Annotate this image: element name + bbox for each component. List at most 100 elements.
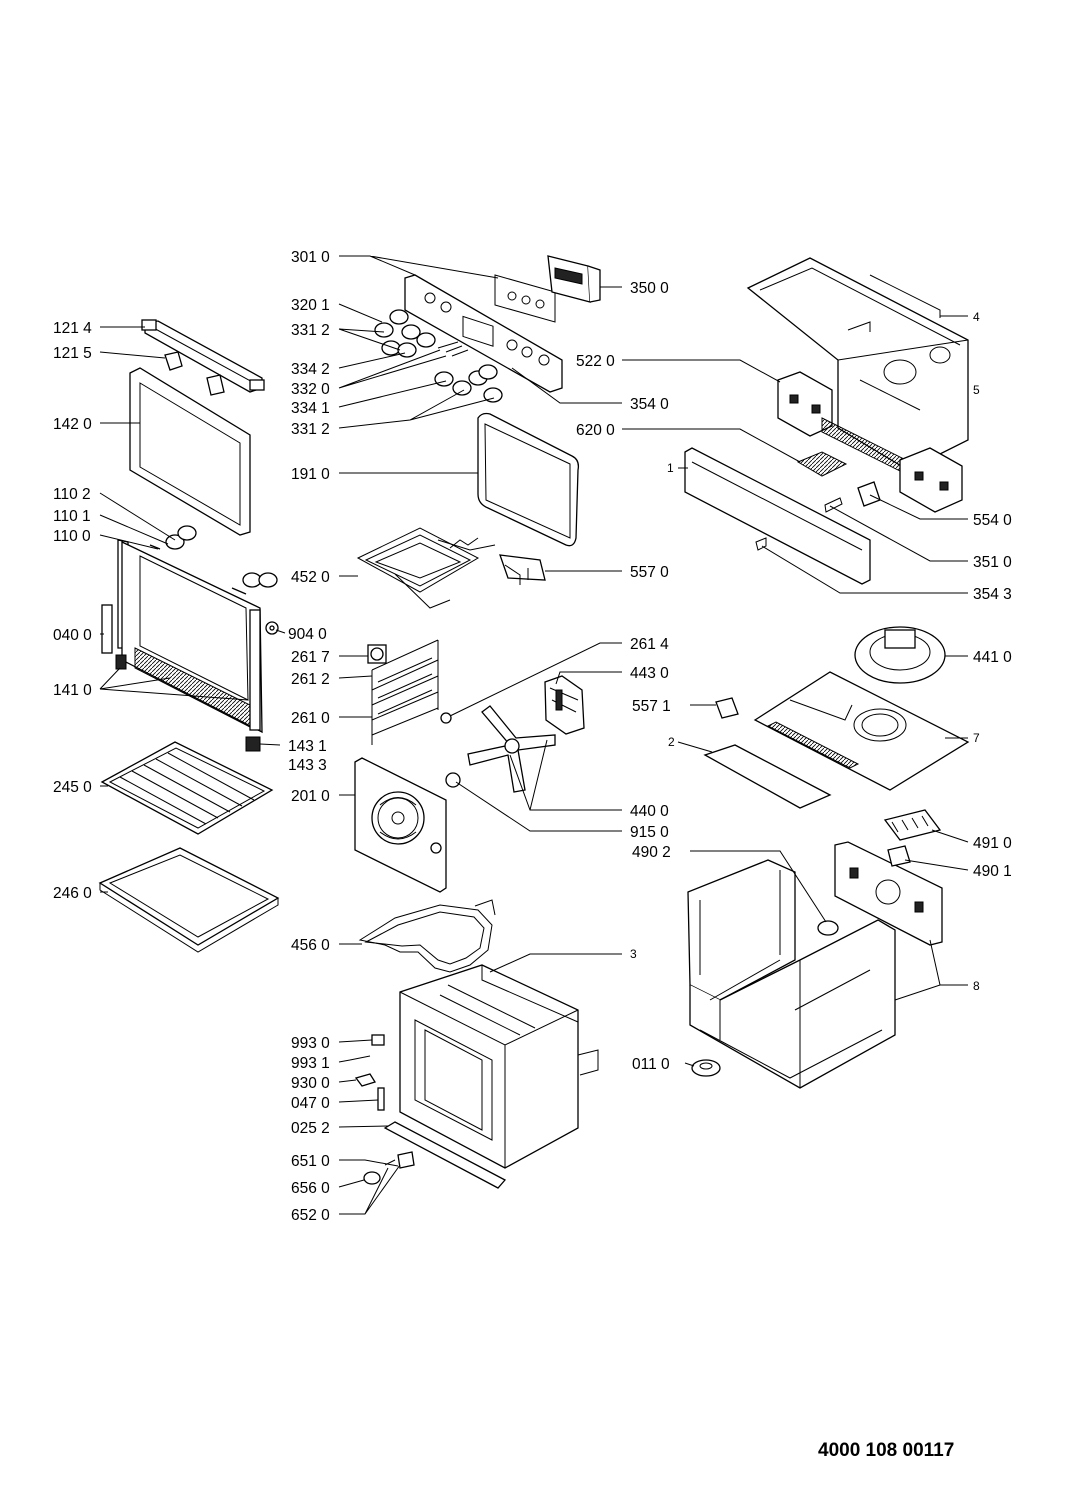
callout-261-0: 261 0 [291, 710, 330, 727]
terminal-block [796, 451, 848, 477]
foot-part [691, 1059, 721, 1077]
callout-993-1: 993 1 [291, 1055, 330, 1072]
callout-993-0: 993 0 [291, 1035, 330, 1052]
callout-110-1: 110 1 [53, 508, 91, 525]
callout-7: 7 [973, 731, 980, 745]
callout-320-1: 320 1 [291, 297, 330, 314]
callout-491-0: 491 0 [973, 835, 1012, 852]
lower-element [358, 899, 496, 973]
callout-025-2: 025 2 [291, 1120, 330, 1137]
control-panel-fascia [404, 274, 563, 393]
callout-915-0: 915 0 [630, 824, 669, 841]
callout-040-0: 040 0 [53, 627, 92, 644]
callout-201-0: 201 0 [291, 788, 330, 805]
oven-cavity [399, 964, 599, 1169]
small-hardware [349, 1034, 415, 1185]
callout-441-0: 441 0 [973, 649, 1012, 666]
handle-end-caps [164, 351, 225, 396]
callout-331-2-a: 331 2 [291, 322, 330, 339]
callout-261-4: 261 4 [630, 636, 669, 653]
callout-651-0: 651 0 [291, 1153, 330, 1170]
callout-334-1: 334 1 [291, 400, 330, 417]
callout-350-0: 350 0 [630, 280, 669, 297]
clock-display-module [547, 255, 601, 303]
callout-452-0: 452 0 [291, 569, 330, 586]
callout-334-2: 334 2 [291, 361, 330, 378]
door-handle-part [141, 319, 265, 393]
callout-261-2: 261 2 [291, 671, 330, 688]
callout-656-0: 656 0 [291, 1180, 330, 1197]
callout-3: 3 [630, 947, 637, 961]
fan-blade [440, 705, 556, 793]
callout-301-0: 301 0 [291, 249, 330, 266]
small-switch [715, 697, 739, 719]
callout-522-0: 522 0 [576, 353, 615, 370]
callout-8: 8 [973, 979, 980, 993]
callout-245-0: 245 0 [53, 779, 92, 796]
callout-351-0: 351 0 [973, 554, 1012, 571]
control-knobs [374, 309, 503, 403]
callout-557-1: 557 1 [632, 698, 671, 715]
callout-4: 4 [973, 310, 980, 324]
fan-assembly-rear [854, 626, 946, 684]
fan-motor [544, 675, 585, 735]
inner-door-frame [101, 539, 279, 752]
door-hinge-strip [383, 1121, 507, 1189]
leader-lines [99, 255, 969, 1215]
callout-354-3: 354 3 [973, 586, 1012, 603]
grill-element [356, 527, 496, 609]
rear-wall [834, 841, 943, 946]
callout-456-0: 456 0 [291, 937, 330, 954]
callout-904-0: 904 0 [288, 626, 327, 643]
front-strip [703, 744, 832, 809]
callout-011-0: 011 0 [632, 1056, 670, 1073]
callout-490-1: 490 1 [973, 863, 1012, 880]
callout-121-4: 121 4 [53, 320, 92, 337]
callout-440-0: 440 0 [630, 803, 669, 820]
callout-652-0: 652 0 [291, 1207, 330, 1224]
callout-142-0: 142 0 [53, 416, 92, 433]
callout-554-0: 554 0 [973, 512, 1012, 529]
callout-121-5: 121 5 [53, 345, 92, 362]
fan-cover-panel [354, 757, 447, 893]
document-number: 4000 108 00117 [818, 1440, 954, 1461]
socket-part [887, 845, 911, 867]
switch-parts [755, 481, 881, 551]
callout-261-7: 261 7 [291, 649, 330, 666]
top-cover-panel [746, 257, 969, 471]
housing-frame [687, 859, 896, 1089]
thermostat-part [499, 554, 546, 585]
bottom-plate [753, 671, 970, 791]
callout-191-0: 191 0 [291, 466, 330, 483]
callout-1: 1 [667, 461, 674, 475]
mounting-rail [684, 447, 871, 585]
door-seal [477, 412, 580, 547]
callout-620-0: 620 0 [576, 422, 615, 439]
oven-lamp [367, 644, 387, 664]
callout-246-0: 246 0 [53, 885, 92, 902]
terminal-strip [883, 809, 942, 841]
callout-143-1: 143 1 [288, 738, 327, 755]
callout-5: 5 [973, 383, 980, 397]
callout-047-0: 047 0 [291, 1095, 330, 1112]
callout-354-0: 354 0 [630, 396, 669, 413]
wire-shelf [100, 741, 274, 835]
callout-332-0: 332 0 [291, 381, 330, 398]
glass-clips [165, 525, 278, 588]
callout-443-0: 443 0 [630, 665, 669, 682]
outer-door-glass [129, 367, 251, 536]
callout-2: 2 [668, 735, 675, 749]
callout-490-2: 490 2 [632, 844, 671, 861]
callout-331-2-b: 331 2 [291, 421, 330, 438]
callout-110-0: 110 0 [53, 528, 91, 545]
side-rack [371, 639, 439, 745]
callout-110-2: 110 2 [53, 486, 91, 503]
callout-labels: 121 4 121 5 142 0 110 2 110 1 110 0 040 … [53, 249, 1012, 1461]
callout-143-3: 143 3 [288, 757, 327, 774]
relay-board-right [899, 447, 963, 513]
baking-tray [98, 847, 280, 953]
callout-557-0: 557 0 [630, 564, 669, 581]
callout-141-0: 141 0 [53, 682, 92, 699]
